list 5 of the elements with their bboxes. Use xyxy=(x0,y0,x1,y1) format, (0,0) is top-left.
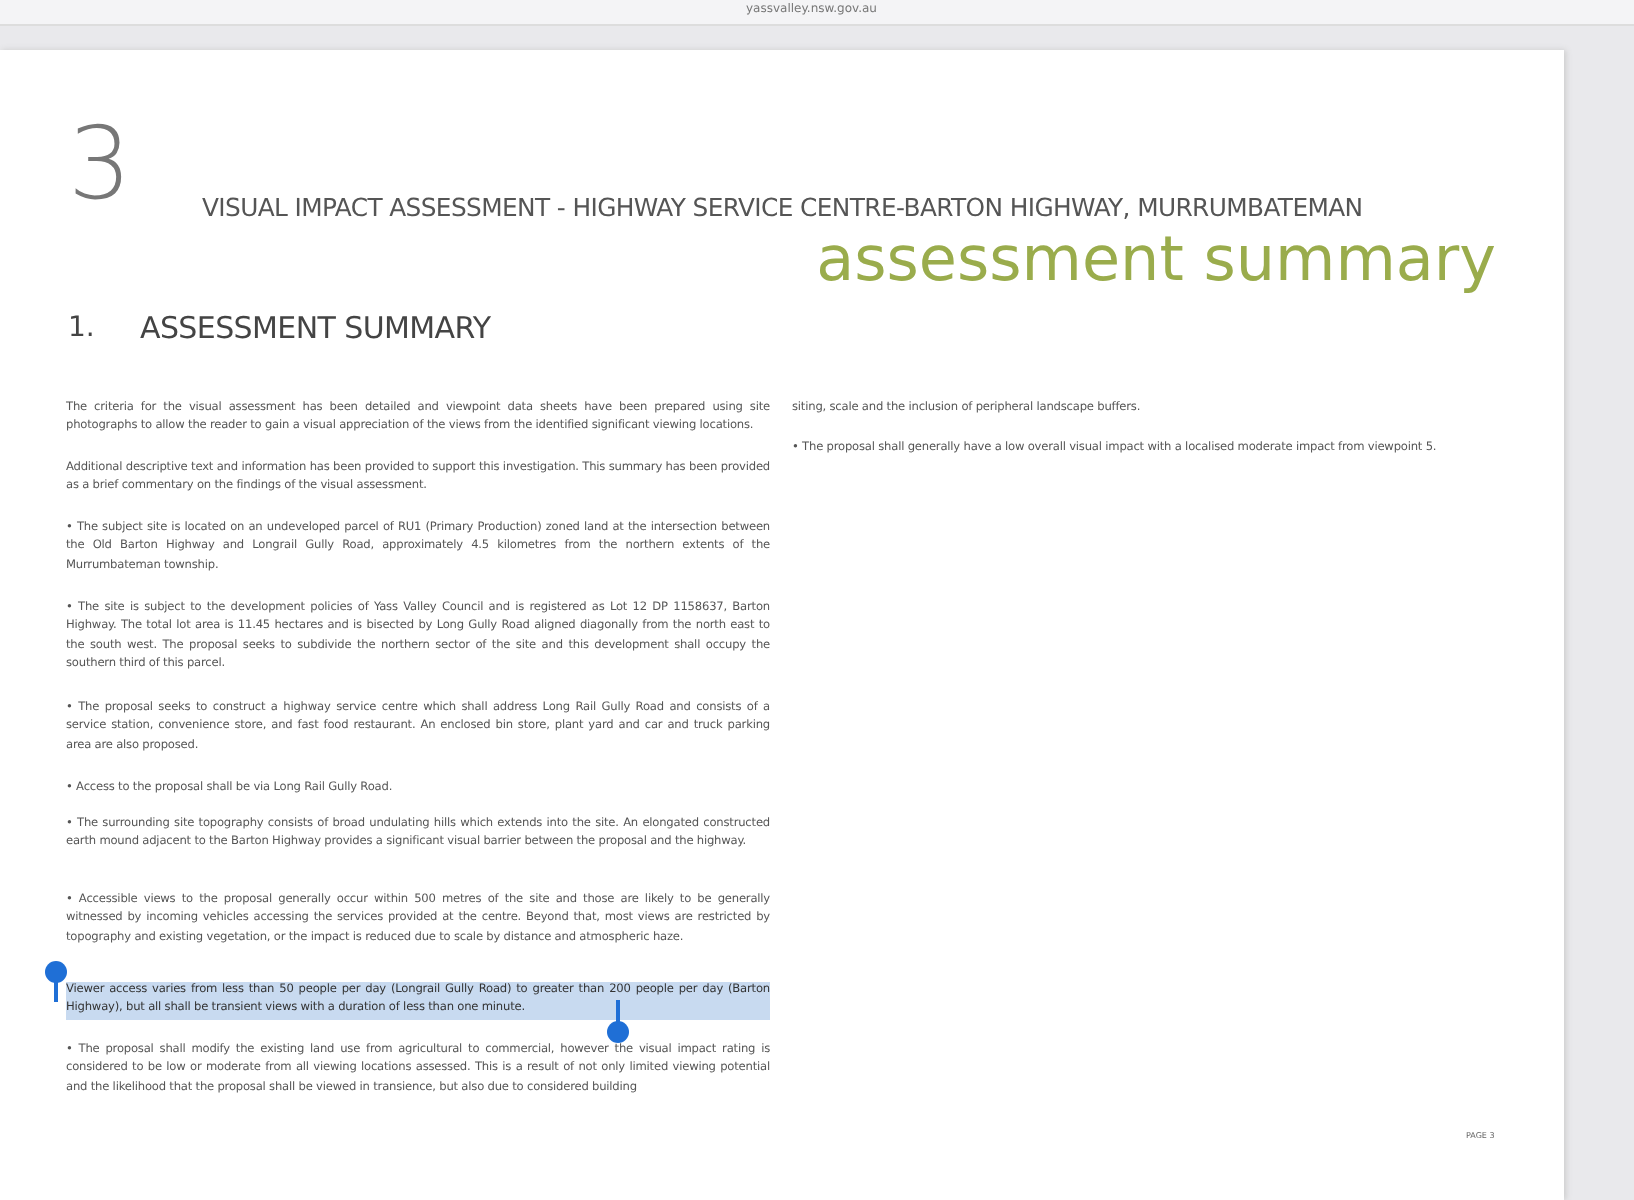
chapter-number: 3 xyxy=(68,104,132,224)
section-heading: ASSESSMENT SUMMARY xyxy=(140,310,491,346)
section-title: assessment summary xyxy=(816,222,1496,300)
heading-number: 1. xyxy=(68,312,95,344)
page-title: VISUAL IMPACT ASSESSMENT - HIGHWAY SERVICE CENTRE-BARTON HIGHWAY, MURRUMBATEMAN xyxy=(202,192,1363,222)
